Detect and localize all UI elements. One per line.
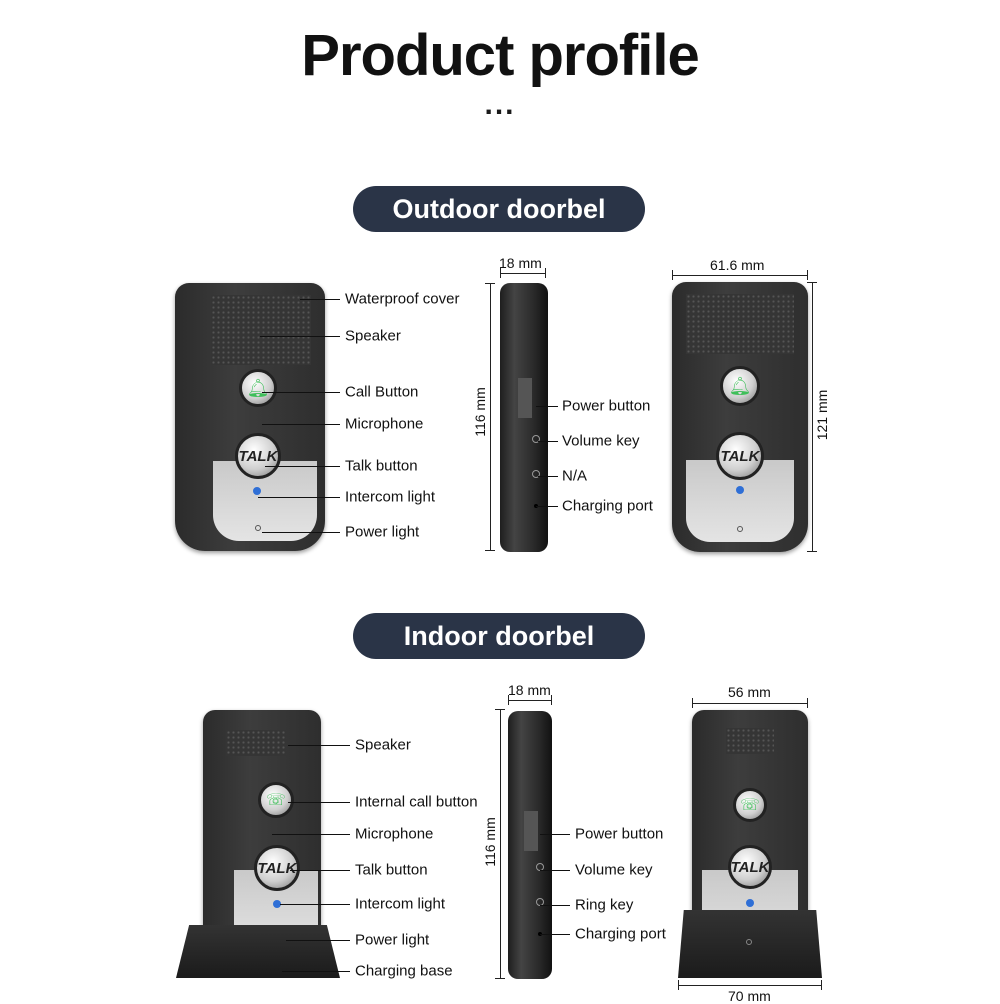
page-title: Product profile bbox=[301, 23, 699, 88]
intercom-light bbox=[746, 899, 754, 907]
label-ring-key: Ring key bbox=[575, 896, 634, 914]
outdoor-width-dimension: 61.6 mm bbox=[710, 257, 765, 273]
label-talk-button: Talk button bbox=[345, 457, 418, 475]
outdoor-doorbell-front-cover-view: 🔔︎ TALK bbox=[175, 283, 327, 552]
label-call-button: Call Button bbox=[345, 383, 419, 401]
outdoor-section-title: Outdoor doorbel bbox=[353, 186, 645, 232]
label-na: N/A bbox=[562, 467, 588, 485]
power-light bbox=[746, 939, 752, 945]
indoor-height-dimension: 116 mm bbox=[482, 817, 498, 867]
charging-base bbox=[176, 925, 340, 978]
power-light bbox=[255, 525, 261, 531]
intercom-light bbox=[273, 900, 281, 908]
outdoor-doorbell-front-view: 🔔︎ TALK bbox=[672, 282, 808, 552]
label-speaker: Speaker bbox=[345, 327, 401, 345]
label-charging-base: Charging base bbox=[355, 962, 453, 980]
call-button-bell-icon: 🔔︎ bbox=[720, 366, 760, 406]
indoor-doorbell-front-view: ☏ TALK bbox=[678, 710, 822, 978]
label-microphone: Microphone bbox=[345, 415, 424, 433]
indoor-doorbell-side-view bbox=[508, 711, 552, 979]
indoor-section-title: Indoor doorbel bbox=[353, 613, 645, 659]
talk-button: TALK bbox=[716, 432, 764, 480]
label-power-button: Power button bbox=[575, 825, 664, 843]
label-charging-port: Charging port bbox=[575, 925, 666, 943]
call-button-bell-icon: 🔔︎ bbox=[239, 369, 277, 407]
outdoor-doorbell-side-view bbox=[500, 283, 548, 552]
internal-call-button-phone-icon: ☏ bbox=[258, 782, 294, 818]
outdoor-height-with-cover-dimension: 121 mm bbox=[814, 389, 830, 441]
label-volume-key: Volume key bbox=[562, 432, 640, 450]
label-talk-button: Talk button bbox=[355, 861, 428, 879]
label-intercom-light: Intercom light bbox=[355, 895, 446, 913]
speaker-grill bbox=[211, 295, 311, 365]
intercom-light bbox=[736, 486, 744, 494]
internal-call-button-phone-icon: ☏ bbox=[733, 788, 767, 822]
label-intercom-light: Intercom light bbox=[345, 488, 436, 506]
power-light bbox=[737, 526, 743, 532]
na-key bbox=[532, 470, 540, 478]
outdoor-height-dimension: 116 mm bbox=[472, 387, 488, 437]
talk-button: TALK bbox=[235, 433, 281, 479]
indoor-thickness-dimension: 18 mm bbox=[508, 682, 551, 698]
label-waterproof-cover: Waterproof cover bbox=[345, 290, 460, 308]
power-switch bbox=[518, 378, 532, 418]
label-internal-call-button: Internal call button bbox=[355, 793, 478, 811]
title-ellipsis: ... bbox=[484, 88, 516, 121]
label-power-light: Power light bbox=[345, 523, 420, 541]
label-microphone: Microphone bbox=[355, 825, 434, 843]
label-charging-port: Charging port bbox=[562, 497, 653, 515]
volume-key bbox=[532, 435, 540, 443]
label-power-button: Power button bbox=[562, 397, 651, 415]
talk-button: TALK bbox=[728, 845, 772, 889]
power-switch bbox=[524, 811, 538, 851]
indoor-base-width-dimension: 70 mm bbox=[728, 988, 771, 1004]
indoor-width-dimension: 56 mm bbox=[728, 684, 771, 700]
intercom-light bbox=[253, 487, 261, 495]
label-speaker: Speaker bbox=[355, 736, 411, 754]
label-volume-key: Volume key bbox=[575, 861, 653, 879]
outdoor-thickness-dimension: 18 mm bbox=[499, 255, 542, 271]
talk-button: TALK bbox=[254, 845, 300, 891]
label-power-light: Power light bbox=[355, 931, 430, 949]
